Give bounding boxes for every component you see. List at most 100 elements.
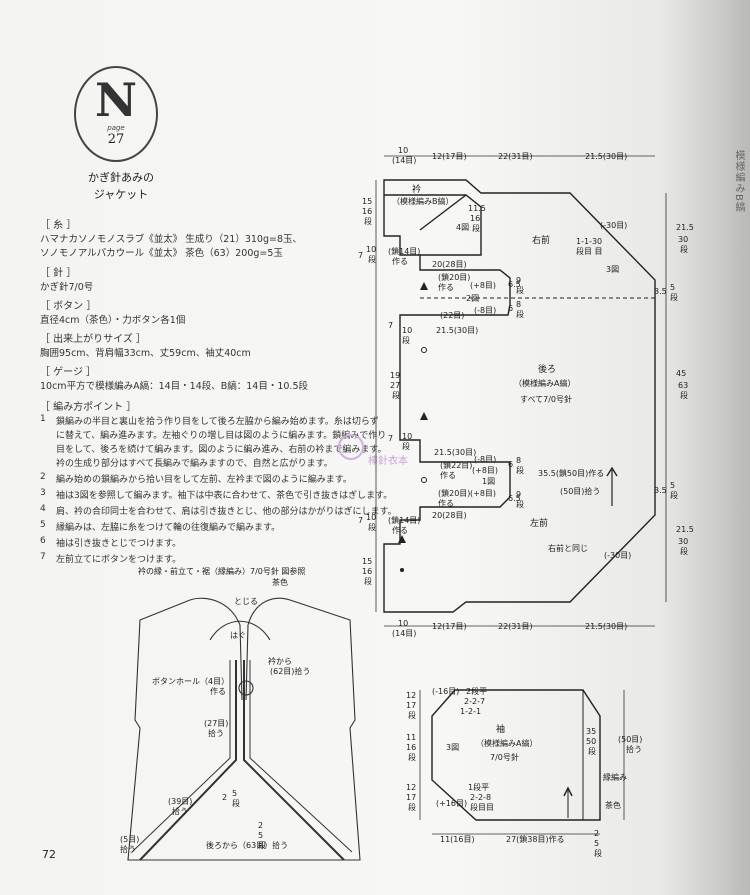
dim-label: 段 [408, 752, 416, 762]
dim-label: 30 [678, 235, 688, 244]
step-number: 7 [40, 552, 46, 562]
pick-label: 拾う [208, 728, 224, 738]
pick-label: (27目) [204, 719, 228, 728]
front-band-left-inner [131, 660, 231, 853]
button-line: 直径4cm（茶色）・力ボタン各1個 [40, 315, 186, 326]
pick-label: (39目) [168, 797, 192, 806]
right-front-label: 右前 [532, 234, 550, 246]
pick-label: (50目)拾う [560, 486, 600, 496]
badge-page-label: page [107, 124, 125, 132]
pattern-badge: N page 27 [74, 66, 158, 162]
dim-label: 10 [402, 326, 412, 335]
dim-label: 段 [472, 223, 480, 233]
make-label: 作る [440, 470, 456, 480]
make-label: 作る [210, 686, 226, 696]
shaping-label: 1-2-1 [460, 707, 481, 716]
step-number: 1 [40, 414, 46, 424]
shaping-label: 2-2-7 [464, 697, 485, 706]
step-text: 目をして、後ろを続けて編みます。図のように編み進み、右前の衿まで編みます。 [56, 445, 387, 455]
collar-right [245, 597, 291, 701]
row-label: 21.5(30目) [434, 448, 476, 457]
dim-label: 段 [364, 576, 372, 586]
dim-label: 21.5(30目) [585, 622, 627, 631]
dim-label: 段 [232, 798, 240, 808]
dec-label: (-8目) [474, 455, 496, 464]
step-number: 3 [40, 488, 46, 498]
dim-label: 21.5 [676, 223, 694, 232]
dim-label: 16 [362, 567, 372, 576]
marker-circle [421, 477, 427, 483]
button [238, 680, 254, 696]
collar-diagonal [419, 194, 467, 231]
dim-label: 35 [586, 727, 596, 736]
dim-label: 12(17目) [432, 622, 467, 631]
title-line-2: ジャケット [93, 188, 149, 201]
step-text: 袖は3図を参照して編みます。袖下は中表に合わせて、茶色で引き抜きはぎします。 [56, 491, 393, 501]
fig4-label: 4図 [456, 223, 469, 232]
dim-label: 17 [406, 793, 416, 802]
chain-label: (鎖20目) [438, 488, 470, 498]
inc-label: (+8目) [472, 466, 498, 475]
front-band-right [243, 660, 345, 861]
gauge-line: 10cm平方で模様編みA縞：14目・14段、B縞：14目・10.5段 [40, 381, 308, 392]
dim-label: 7 [388, 434, 393, 443]
dim-label: 16 [406, 743, 416, 752]
edge-label: (50目) [618, 735, 642, 744]
yarn-line: ハマナカソノモノスラブ《並太》 生成り（21）310g=8玉、 [40, 234, 302, 245]
dim-label: 45 [676, 369, 686, 378]
dim-label: 2 [594, 829, 599, 838]
dim-label: 5 [594, 839, 599, 848]
badge-page-number: 27 [107, 132, 125, 147]
fig2-label: 2図 [466, 294, 479, 303]
fig3-label: 3図 [606, 265, 619, 274]
make-label: 作る [438, 282, 454, 292]
fig3-label: 3図 [446, 743, 459, 752]
step-text: 左前立てにボタンをつけます。 [56, 555, 182, 565]
step-number: 6 [40, 536, 46, 546]
gauge-heading: ［ ゲージ ］ [40, 367, 97, 378]
dim-label: 50 [586, 737, 596, 746]
sleeve-subtitle: （模様編みA縞） [476, 738, 537, 748]
dim-label: 段 [258, 840, 266, 850]
row-label: 21.5(30目) [436, 326, 478, 335]
spine-label: 模様編みB縞 [733, 150, 744, 213]
dim-label: 6.5 [508, 280, 521, 289]
dim-label: 10 [398, 146, 408, 155]
inc-label: (+16目) [436, 799, 467, 808]
dim-label: 段 [670, 490, 678, 500]
dim-label: 6 [508, 460, 513, 469]
dim-label: 7 [358, 251, 363, 260]
title-line-1: かぎ針あみの [88, 171, 154, 184]
pick-label: 拾う [172, 806, 188, 816]
dim-label: 7 [358, 516, 363, 525]
shaping-label: 2-2-8 [470, 793, 491, 802]
front-band-right-inner [249, 660, 353, 853]
dim-label: 段 [516, 465, 524, 475]
dim-label: 段 [680, 390, 688, 400]
row-label: (22目) [440, 311, 464, 320]
dim-label: (14目) [392, 629, 416, 638]
dim-label: 段 [680, 244, 688, 254]
row-label: 20(28目) [432, 260, 467, 269]
back-sub: （模様編みA縞） [514, 378, 575, 388]
dim-label: 22(31目) [498, 152, 533, 161]
step-text: 袖は引き抜きとじでつけます。 [56, 539, 182, 549]
dim-label: 段 [588, 746, 596, 756]
dim-label: 9 [516, 276, 521, 285]
dim-label: 30 [678, 537, 688, 546]
dim-label: 2 [222, 793, 227, 802]
button-heading: ［ ボタン ］ [40, 301, 97, 312]
dim-label: 段 [392, 390, 400, 400]
shaping-label: 2段平 [466, 686, 487, 696]
collar-left [189, 597, 243, 701]
dec-label: (-30目) [600, 221, 627, 230]
pick-label: (5目) [120, 835, 139, 844]
closing-label: とじる [234, 597, 258, 606]
dim-label: 10 [366, 513, 376, 522]
dim-label: 段 [368, 522, 376, 532]
dim-label: 6.5 [508, 494, 521, 503]
dim-label: 12 [406, 691, 416, 700]
shaping-label: 段目目 [470, 802, 494, 812]
